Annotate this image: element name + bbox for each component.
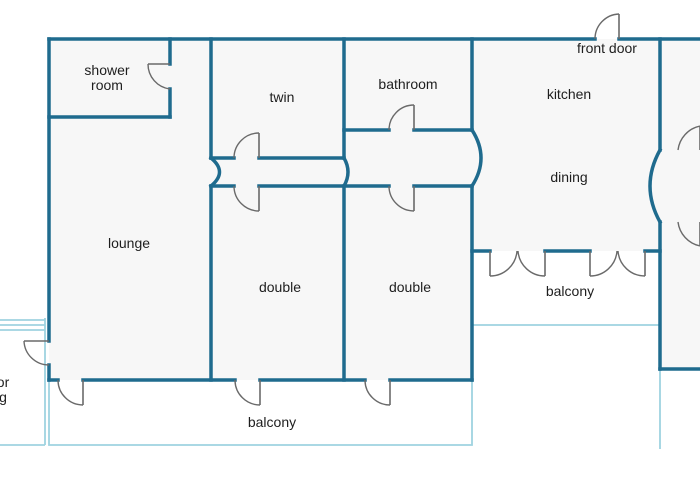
double-left-balcony-door[interactable] [234,379,261,406]
label-lounge: lounge [108,235,150,251]
double-right-door[interactable] [388,185,415,212]
room-floors [49,39,700,380]
label-kitchen: kitchen [547,86,591,102]
right-room-door[interactable] [677,125,700,247]
label-balcony-kitchen: balcony [546,283,594,299]
lounge-balcony-door[interactable] [57,379,84,406]
double-right-balcony-door[interactable] [364,379,391,406]
label-double-left: double [259,279,301,295]
wall-hall-mid-arch [341,155,350,189]
wall-hall-kitchen-arch [469,127,483,189]
front-door[interactable] [594,13,620,40]
double-left-door[interactable] [233,185,260,212]
walls [47,37,700,382]
label-cut-1: or [0,374,10,390]
doors [23,13,700,406]
bottom-balcony-outline [48,380,473,446]
label-front-door: front door [577,40,637,56]
label-double-right: double [389,279,431,295]
shower-door[interactable] [147,63,171,90]
lounge-side-door[interactable] [23,340,50,366]
kitchen-balcony-door-right[interactable] [589,250,646,277]
kitchen-balcony-outline [471,251,661,369]
label-dining: dining [550,169,587,185]
label-cut-2: g [0,389,7,405]
wall-kitchen-right-arch [648,147,663,225]
kitchen-balcony-door-left[interactable] [489,250,546,277]
right-room-floor [660,39,700,369]
label-bathroom: bathroom [378,76,437,92]
twin-door[interactable] [233,132,260,159]
label-twin: twin [270,89,295,105]
label-balcony-bottom: balcony [248,414,296,430]
bathroom-door[interactable] [388,104,415,131]
wall-hall-west-arch [208,155,222,189]
kitchen-floor [472,39,660,251]
label-shower-room-2: room [91,77,123,93]
label-shower-room-1: shower [84,62,129,78]
main-block-floor [49,39,472,380]
room-labels: shower room twin bathroom kitchen front … [0,40,637,430]
